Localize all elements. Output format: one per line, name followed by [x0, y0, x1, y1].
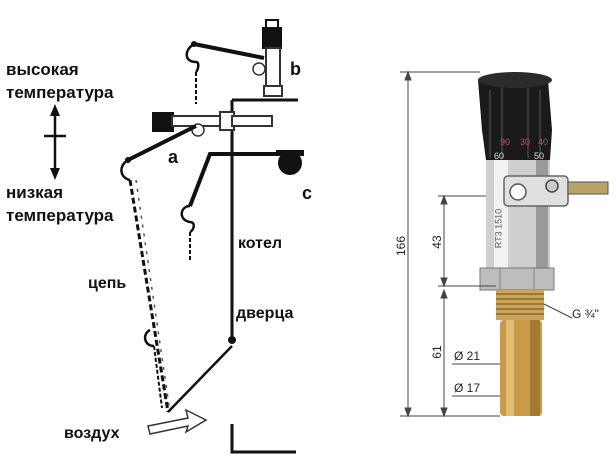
label-high-temp-line2: температура	[6, 83, 114, 102]
dim-lower: 61	[430, 345, 444, 359]
air-arrow	[147, 408, 208, 435]
dial-number-40: 40	[538, 137, 549, 147]
temperature-arrow	[44, 104, 66, 180]
thread-size: G ¾"	[572, 307, 599, 321]
dial-number-30: 30	[520, 137, 531, 147]
chain	[120, 158, 233, 413]
dim-diameter-21: Ø 21	[454, 349, 481, 363]
dial-number-50: 50	[534, 151, 545, 161]
label-air: воздух	[64, 425, 120, 442]
marker-b: b	[290, 59, 301, 79]
regulator-b	[185, 19, 283, 104]
label-chain: цепь	[88, 275, 127, 292]
label-low-temp-line1: низкая	[6, 183, 64, 202]
regulator-c	[180, 150, 304, 262]
dial-number-90: 90	[500, 137, 511, 147]
body-marking: RT3 1510	[493, 208, 504, 249]
label-boiler: котел	[238, 235, 283, 252]
dim-upper: 43	[430, 235, 444, 249]
dial-number-60: 60	[494, 151, 505, 161]
regulator-a	[125, 111, 273, 163]
floor-line	[230, 424, 296, 454]
label-high-temp-line1: высокая	[6, 60, 79, 79]
dim-total-height: 166	[394, 235, 408, 257]
label-door: дверца	[236, 305, 294, 322]
thermostat-body	[478, 72, 609, 416]
dim-diameter-17: Ø 17	[454, 381, 481, 395]
label-low-temp-line2: температура	[6, 206, 114, 225]
door-pivot	[228, 336, 236, 344]
marker-a: a	[168, 147, 179, 167]
marker-c: c	[302, 183, 313, 203]
dimension-lines	[400, 70, 573, 418]
